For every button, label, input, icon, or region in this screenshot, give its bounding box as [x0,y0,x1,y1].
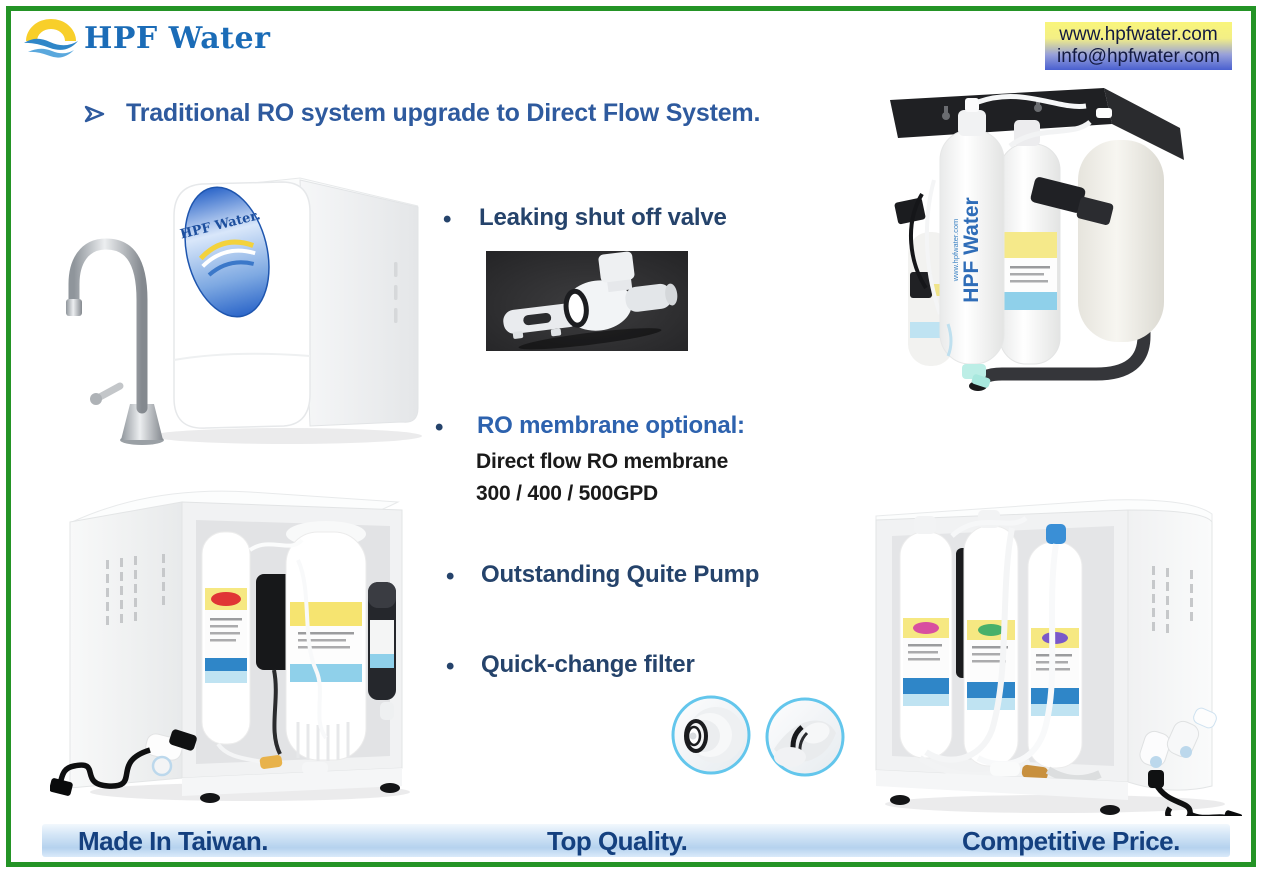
feature-leaking-valve: Leaking shut off valve [479,204,727,231]
interior-filter-left [201,531,251,745]
valve-body [503,251,678,350]
unit-body: HPF Water. [173,177,419,429]
bullet-dot: • [435,414,444,441]
headline: Traditional RO system upgrade to Direct … [84,99,760,128]
connector-photo-right [765,697,845,777]
countertop-ro-unit-photo: HPF Water. [66,177,422,445]
fitting [990,762,1020,776]
interior-filter-1 [899,516,953,759]
cylinder-url-text: www.hpfwater.com [951,219,960,283]
ro-cabinet-interior-right-photo [875,499,1242,816]
gooseneck-faucet [66,238,164,445]
fitting [302,762,328,774]
footer-made-in-taiwan: Made In Taiwan. [78,826,268,856]
power-cord [1148,770,1242,816]
feature-ro-membrane: RO membrane optional: [477,412,745,439]
cabinet-bottom [876,770,1128,800]
front-filter-cylinder: HPF Water www.hpfwater.com [939,98,1005,388]
bullet-dot: • [446,653,455,680]
large-filter-cylinder [1078,140,1164,342]
quick-change-connector-photos [671,695,845,777]
feature-ro-membrane-detail-1: Direct flow RO membrane [476,450,729,473]
feature-quick-change: Quick-change filter [481,651,695,678]
unit-brand-badge: HPF Water. [179,186,270,318]
vent-slots [1152,566,1193,633]
power-cord [50,729,197,796]
drain-pipe [1045,766,1102,784]
vent-slots [106,554,165,625]
interior-filter-center [285,521,367,761]
sun-wave-logo-icon [24,19,78,58]
company-logo-text: HPF Water [84,21,271,56]
inlet-elbow [145,733,183,777]
tube [924,179,942,315]
tube [924,527,1015,763]
tube [296,559,328,740]
tube [950,515,1028,538]
tube [1008,119,1092,149]
interior-filter-right [368,582,396,720]
ro-cabinet-interior-left-photo [50,490,410,803]
website-url[interactable]: www.hpfwater.com [1059,24,1218,45]
cylinder-brand-text: HPF Water [960,197,983,302]
headline-text: Traditional RO system upgrade to Direct … [126,99,761,127]
bullet-dot: • [446,563,455,590]
feature-quiet-pump: Outstanding Quite Pump [481,561,760,588]
contact-email[interactable]: info@hpfwater.com [1057,46,1220,67]
quick-connectors [1139,707,1217,768]
footer-competitive-price: Competitive Price. [962,826,1180,856]
tube-clamp [910,272,932,298]
cable [909,192,928,290]
feature-ro-membrane-detail-2: 300 / 400 / 500GPD [476,482,659,505]
shut-off-valve-photo [486,251,688,351]
wall-mounted-ro-unit-photo: HPF Water www.hpfwater.com [890,88,1184,391]
pump-head [1030,177,1086,213]
tube-clamp [894,197,926,225]
interior-pump [256,574,294,670]
tube [977,93,1087,109]
brass-fitting [259,755,283,769]
footer-bar: Made In Taiwan. Top Quality. Competitive… [42,824,1230,857]
pump-cable [272,669,282,755]
membrane-cylinder [999,120,1061,365]
cabinet-bottom [182,768,402,796]
unit-shadow [152,428,422,444]
footer-top-quality: Top Quality. [547,826,688,856]
brass-fitting [1021,764,1049,781]
arrowhead-right-icon [84,105,105,122]
wall-bracket [890,88,1184,160]
contact-box: www.hpfwater.com info@hpfwater.com [1045,22,1232,70]
cabinet-side-panel [1127,509,1213,791]
tube [248,538,304,552]
bullet-dot: • [443,206,452,233]
pump-head [1076,197,1114,225]
connector-photo-left [671,695,751,775]
